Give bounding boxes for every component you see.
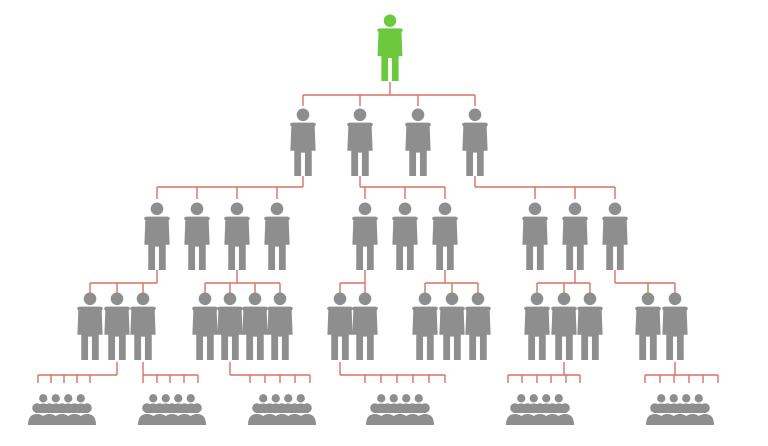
level1-person-icon	[347, 108, 373, 176]
group-member-icon	[188, 403, 206, 425]
level3-person-icon	[130, 292, 156, 360]
root-person-icon	[377, 14, 403, 82]
level2-person-icon	[392, 202, 418, 270]
level3-person-icon	[551, 292, 577, 360]
connector-l1-c	[474, 176, 616, 199]
connector-l3-d	[339, 362, 446, 383]
level3-person-icon	[267, 292, 293, 360]
level1-person-icon	[462, 108, 488, 176]
level3-person-icon	[412, 292, 438, 360]
connector-l2-a	[89, 270, 158, 293]
people-group-icon	[138, 394, 206, 425]
level2-person-icon	[264, 202, 290, 270]
level2-person-icon	[352, 202, 378, 270]
level3-person-icon	[524, 292, 550, 360]
connector-l1-a	[156, 176, 304, 199]
level2-person-icon	[562, 202, 588, 270]
connector-l1-b	[359, 176, 446, 199]
connector-l2-f	[614, 270, 676, 293]
connector-l3-c	[229, 362, 311, 383]
level2-person-icon	[184, 202, 210, 270]
level3-person-icon	[662, 292, 688, 360]
group-member-icon	[696, 403, 714, 425]
level3-person-icon	[242, 292, 268, 360]
level3-person-icon	[192, 292, 218, 360]
level3-person-icon	[465, 292, 491, 360]
level2-person-icon	[522, 202, 548, 270]
connector-l2-e	[536, 270, 591, 293]
connector-l2-c	[339, 270, 366, 293]
people-group-icon	[506, 394, 574, 425]
level2-person-icon	[224, 202, 250, 270]
level3-person-icon	[439, 292, 465, 360]
level2-person-icon	[144, 202, 170, 270]
connector-l3-e	[507, 362, 581, 383]
group-member-icon	[416, 403, 434, 425]
group-member-icon	[556, 403, 574, 425]
connector-l3-b	[142, 362, 199, 383]
people-group-icon	[28, 394, 96, 425]
connector-l3-a	[37, 362, 118, 383]
connector-l3-f	[644, 362, 719, 383]
group-member-icon	[298, 403, 316, 425]
level1-person-icon	[290, 108, 316, 176]
level3-person-icon	[352, 292, 378, 360]
level3-person-icon	[327, 292, 353, 360]
group-member-icon	[78, 403, 96, 425]
level3-person-icon	[635, 292, 661, 360]
level1-person-icon	[405, 108, 431, 176]
level3-person-icon	[104, 292, 130, 360]
level2-person-icon	[432, 202, 458, 270]
connector-l2-d	[424, 270, 479, 293]
people-group-icon	[366, 394, 434, 425]
people-group-icon	[248, 394, 316, 425]
level3-person-icon	[577, 292, 603, 360]
people-group-icon	[646, 394, 714, 425]
level2-person-icon	[602, 202, 628, 270]
connector-root	[302, 82, 476, 106]
connector-l2-b	[204, 270, 281, 293]
level3-person-icon	[217, 292, 243, 360]
level3-person-icon	[77, 292, 103, 360]
